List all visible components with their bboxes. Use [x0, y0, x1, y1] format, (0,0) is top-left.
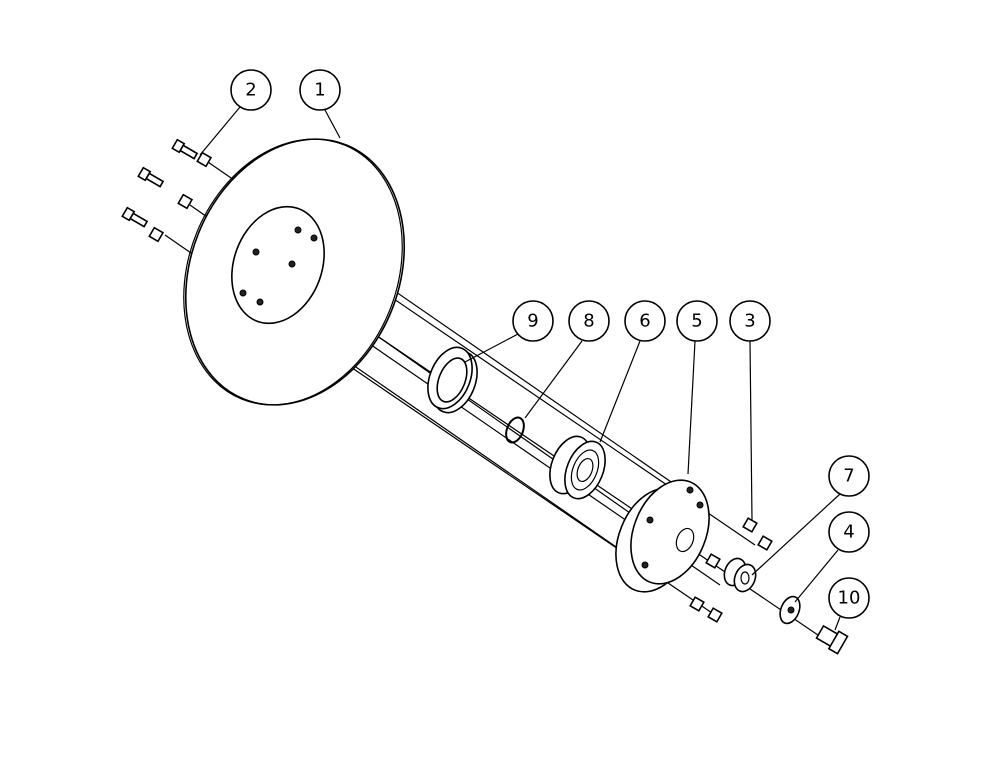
disc-part: [183, 138, 406, 406]
balloon-label: 2: [245, 80, 256, 101]
balloon-9: 9: [512, 300, 554, 342]
washer-part: [779, 595, 801, 625]
balloon-5: 5: [676, 300, 718, 342]
balloon-8: 8: [568, 300, 610, 342]
balloon-10: 10: [828, 577, 870, 619]
balloon-6: 6: [624, 300, 666, 342]
bolts-part: [121, 138, 213, 243]
balloon-1: 1: [299, 69, 341, 111]
nuts-part: [689, 517, 773, 623]
balloon-label: 8: [583, 311, 594, 332]
balloon-4: 4: [828, 511, 870, 553]
o-ring-part: [505, 416, 525, 444]
hex-bolt-part: [815, 624, 849, 655]
balloon-label: 9: [527, 311, 538, 332]
balloon-label: 5: [691, 311, 702, 332]
hub-part: [615, 479, 710, 593]
seal-part: [427, 346, 478, 414]
balloon-label: 7: [843, 466, 854, 487]
balloon-label: 10: [838, 588, 861, 609]
balloon-label: 3: [744, 311, 755, 332]
lock-nut-part: [723, 557, 757, 593]
balloon-label: 6: [639, 311, 650, 332]
balloon-2: 2: [230, 69, 272, 111]
balloon-leaders: [199, 106, 841, 631]
bearing-part: [549, 435, 606, 500]
balloon-3: 3: [729, 300, 771, 342]
balloon-label: 4: [843, 522, 854, 543]
balloon-7: 7: [828, 455, 870, 497]
balloon-label: 1: [314, 80, 325, 101]
